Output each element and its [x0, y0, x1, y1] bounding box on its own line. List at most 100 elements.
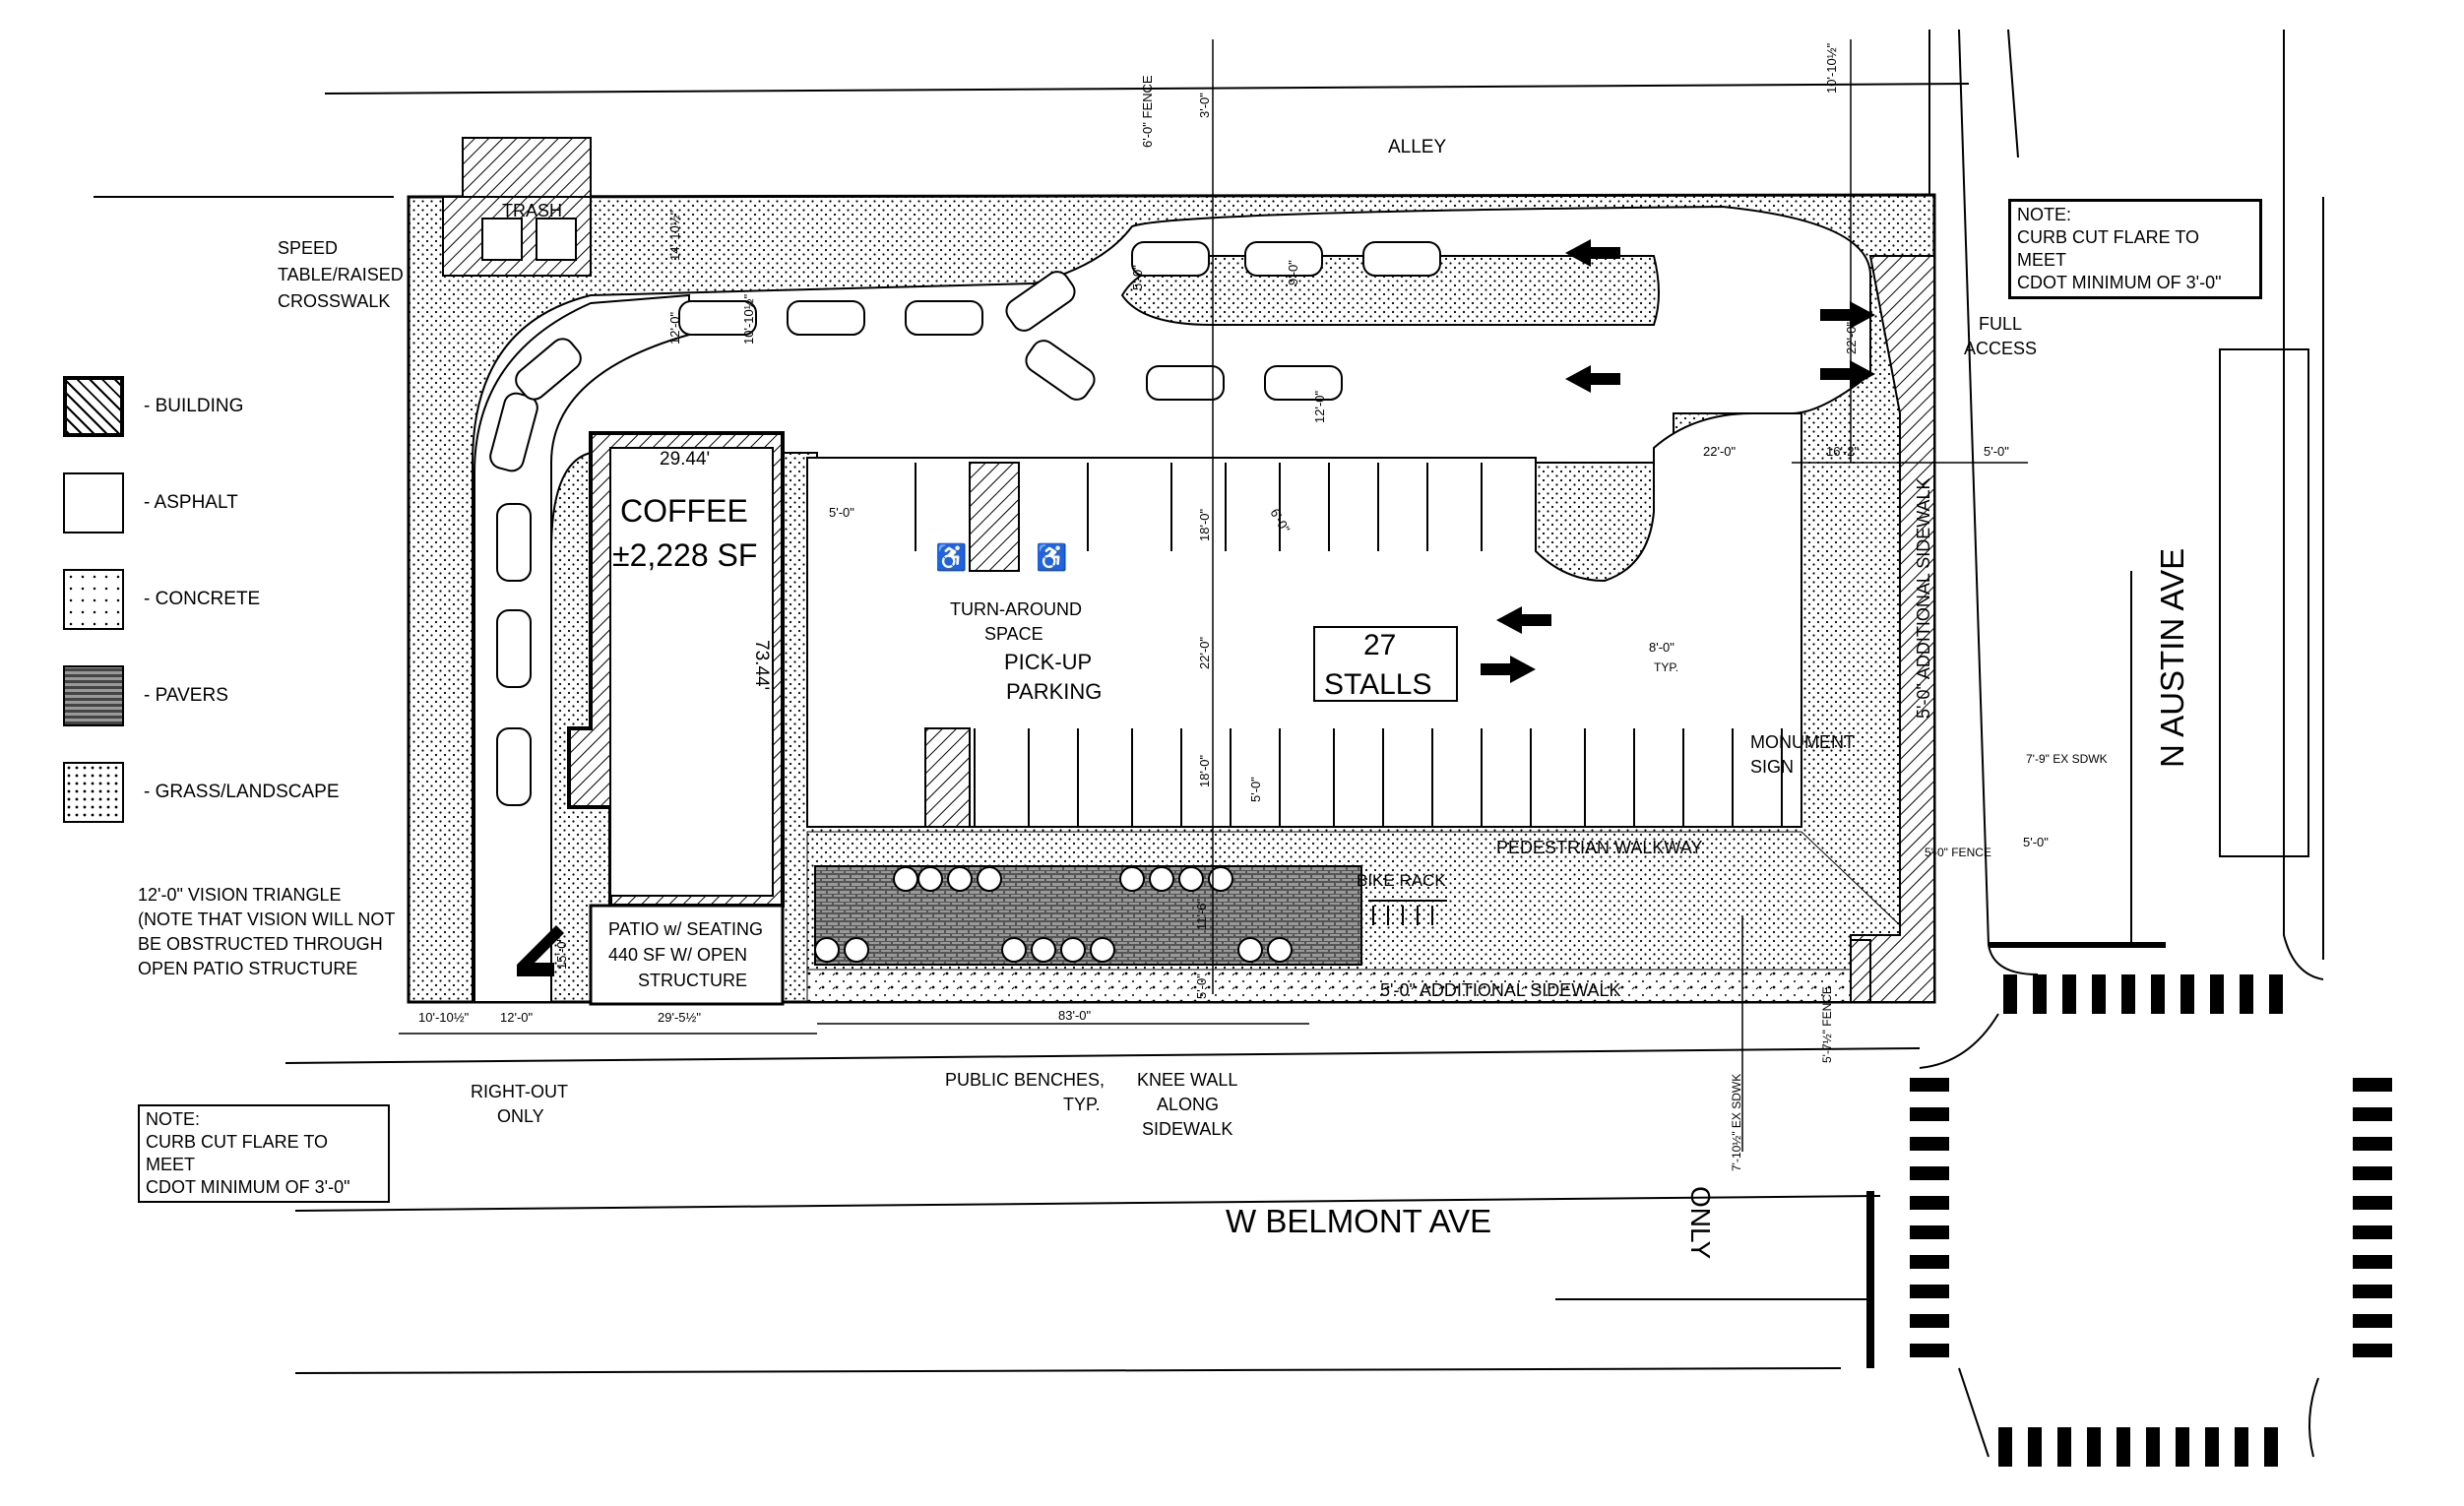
- legend-label: - GRASS/LANDSCAPE: [144, 782, 340, 802]
- turnaround-label: SPACE: [984, 624, 1043, 644]
- only-marking: ONLY: [1685, 1186, 1716, 1259]
- dim-text: 5'-0": [2023, 835, 2049, 849]
- concrete-swatch: [63, 569, 124, 630]
- note-line: CURB CUT FLARE TO MEET: [2017, 227, 2200, 270]
- belmont-street: [284, 1047, 1921, 1374]
- dim-text: 5'-0": [1130, 265, 1145, 290]
- building-width-dim: 29.44': [660, 449, 710, 470]
- site-landscape: [407, 193, 1936, 1004]
- grass-swatch: [63, 762, 124, 823]
- dim-text: 5'-0": [1194, 973, 1209, 999]
- dim-text: 12'-0": [500, 1010, 534, 1025]
- dim-text: 10'-10½": [741, 293, 756, 345]
- turnaround-label: TURN-AROUND: [950, 599, 1082, 619]
- dim-text: 5'-0": [1984, 444, 2009, 459]
- legend-item-building: - BUILDING: [63, 358, 340, 455]
- bike-rack: [1368, 900, 1447, 925]
- stalls-box: [1313, 626, 1458, 702]
- crosswalks: [1910, 974, 2392, 1467]
- drive-thru-cars: [489, 241, 1441, 806]
- legend-label: - ASPHALT: [144, 492, 238, 513]
- dim-text: 9'-0": [1286, 260, 1300, 285]
- vision-triangle-note: BE OBSTRUCTED THROUGH: [138, 934, 383, 954]
- legend-item-asphalt: - ASPHALT: [63, 455, 340, 551]
- dim-text: 16'-2": [1826, 444, 1860, 459]
- dim-text: 3'-0": [1197, 93, 1212, 118]
- legend-item-concrete: - CONCRETE: [63, 551, 340, 648]
- bike-rack-label: BIKE RACK: [1357, 871, 1446, 890]
- dim-text: 14'-10½": [667, 210, 682, 261]
- speed-table-label: CROSSWALK: [278, 291, 390, 311]
- knee-wall-label: KNEE WALL: [1137, 1070, 1237, 1090]
- right-out-label: RIGHT-OUT: [471, 1082, 568, 1101]
- vision-triangle-note: 12'-0" VISION TRIANGLE: [138, 885, 342, 905]
- austin-label: N AUSTIN AVE: [2154, 548, 2190, 768]
- dim-text: 22'-0": [1703, 444, 1737, 459]
- dim-text: 18'-0": [1197, 508, 1212, 541]
- knee-wall-label: SIDEWALK: [1142, 1119, 1232, 1139]
- note-line: CDOT MINIMUM OF 3'-0": [146, 1177, 350, 1197]
- dimension-lines: [399, 39, 2028, 1152]
- dim-text: 15'-0": [554, 936, 569, 970]
- dim-text: 10'-10½": [418, 1010, 470, 1025]
- dim-text: TYP.: [1654, 660, 1678, 674]
- dim-text: 18'-0": [1197, 754, 1212, 787]
- parking-stalls-lower: [974, 728, 1783, 827]
- right-out-label: ONLY: [497, 1106, 544, 1126]
- dim-text: 5'-7½" FENCE: [1820, 986, 1834, 1063]
- parking-stalls-upper: [915, 463, 1483, 551]
- dim-text: 5'-0": [1248, 777, 1263, 802]
- pedestrian-walkway-label: PEDESTRIAN WALKWAY: [1496, 838, 1702, 857]
- benches-label: TYP.: [1063, 1095, 1101, 1114]
- patio-label: 440 SF W/ OPEN: [608, 945, 747, 965]
- pavers-swatch: [63, 665, 124, 726]
- patio-label: STRUCTURE: [638, 971, 747, 990]
- building-length-dim: 73.44': [751, 640, 772, 690]
- building-area: ±2,228 SF: [612, 537, 757, 573]
- dim-text: 7'-9" EX SDWK: [2026, 752, 2108, 766]
- dim-text: 29'-5½": [658, 1010, 701, 1025]
- dim-text: 6'-0" FENCE: [1140, 75, 1155, 148]
- speed-table-label: TABLE/RAISED: [278, 265, 404, 284]
- stalls-count: 27: [1363, 629, 1396, 661]
- additional-sidewalk-label: 5'-0" ADDITIONAL SIDEWALK: [1914, 477, 1933, 719]
- full-access-label: FULL: [1979, 314, 2022, 334]
- building-name: COFFEE: [620, 493, 748, 529]
- belmont-label: W BELMONT AVE: [1226, 1203, 1491, 1239]
- monument-sign-label: SIGN: [1750, 757, 1794, 777]
- legend-label: - CONCRETE: [144, 589, 261, 609]
- austin-street: [1919, 29, 2324, 1458]
- monument-sign-label: MONUMENT: [1750, 732, 1855, 752]
- benches-label: PUBLIC BENCHES,: [945, 1070, 1105, 1090]
- legend-item-grass: - GRASS/LANDSCAPE: [63, 744, 340, 841]
- legend-item-pavers: - PAVERS: [63, 648, 340, 744]
- dim-text: 12'-0": [1312, 390, 1327, 423]
- dim-text: 22'-0": [1197, 636, 1212, 669]
- trash-label: TRASH: [502, 201, 562, 220]
- dim-text: 22'-0": [1844, 321, 1859, 354]
- dim-text: 5'-0": [829, 505, 854, 520]
- note-title: NOTE:: [146, 1109, 201, 1129]
- accessible-icon: ♿: [1036, 542, 1067, 572]
- coffee-building: [567, 431, 785, 908]
- asphalt-swatch: [63, 472, 124, 533]
- dim-text: 5'-0" FENCE: [1925, 846, 1991, 859]
- alley-label: ALLEY: [1388, 137, 1446, 157]
- legend: - BUILDING - ASPHALT - CONCRETE - PAVERS…: [63, 358, 340, 841]
- dim-text: 83'-0": [1058, 1008, 1092, 1023]
- note-line: CURB CUT FLARE TO MEET: [146, 1132, 329, 1174]
- accessible-icon: ♿: [935, 542, 967, 572]
- legend-label: - BUILDING: [144, 396, 244, 416]
- stalls-word: STALLS: [1324, 668, 1432, 701]
- pickup-stall-hatch: [924, 727, 971, 828]
- pickup-label: PARKING: [1006, 679, 1102, 704]
- trash-enclosure: [442, 137, 592, 277]
- speed-table-label: SPEED: [278, 238, 338, 258]
- note-title: NOTE:: [2017, 205, 2072, 224]
- vision-triangle-note: (NOTE THAT VISION WILL NOT: [138, 910, 395, 929]
- pickup-label: PICK-UP: [1004, 650, 1092, 674]
- shrubs: [814, 866, 1293, 963]
- legend-label: - PAVERS: [144, 685, 228, 706]
- curb-cut-note-bottom: NOTE: CURB CUT FLARE TO MEET CDOT MINIMU…: [138, 1104, 390, 1203]
